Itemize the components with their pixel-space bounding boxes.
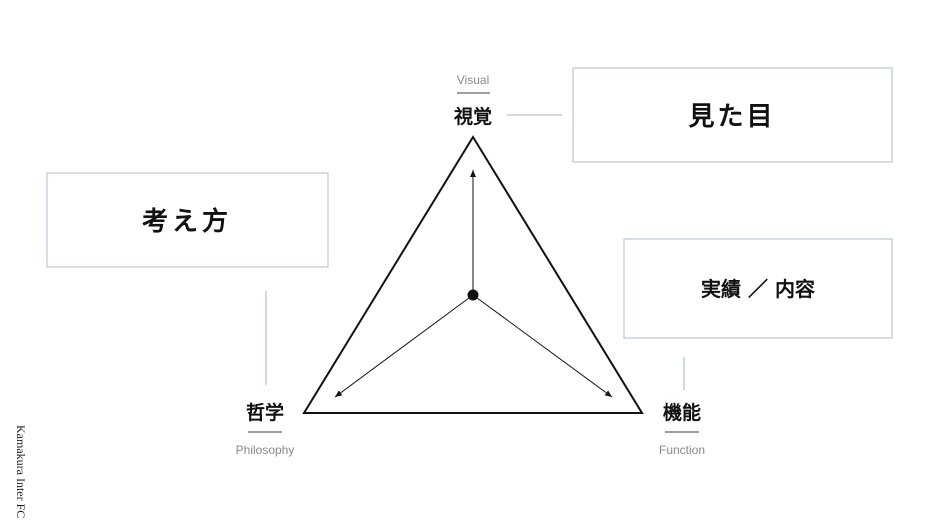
triangle	[302, 135, 644, 414]
box-visual-text: 見た目	[688, 102, 775, 132]
box-function-text: 実績 ／ 内容	[701, 277, 815, 301]
node-function: 機能 Function	[659, 401, 705, 457]
node-philosophy-label: 哲学	[246, 401, 284, 424]
node-philosophy-english: Philosophy	[236, 443, 295, 457]
arrow-function	[472, 294, 613, 398]
node-philosophy: 哲学 Philosophy	[236, 401, 295, 457]
node-visual-english: Visual	[457, 73, 489, 87]
node-visual-label: 視覚	[453, 105, 492, 128]
node-function-english: Function	[659, 443, 705, 457]
node-visual: Visual 視覚	[453, 73, 492, 128]
arrow-philosophy	[334, 294, 474, 398]
box-visual: 見た目	[572, 67, 893, 163]
node-function-label: 機能	[663, 401, 701, 424]
box-function: 実績 ／ 内容	[623, 238, 893, 339]
center-dot	[467, 289, 479, 301]
box-philosophy: 考え方	[46, 172, 329, 268]
box-philosophy-text: 考え方	[142, 206, 232, 237]
brand-text: Kamakura Inter FC	[14, 425, 28, 518]
